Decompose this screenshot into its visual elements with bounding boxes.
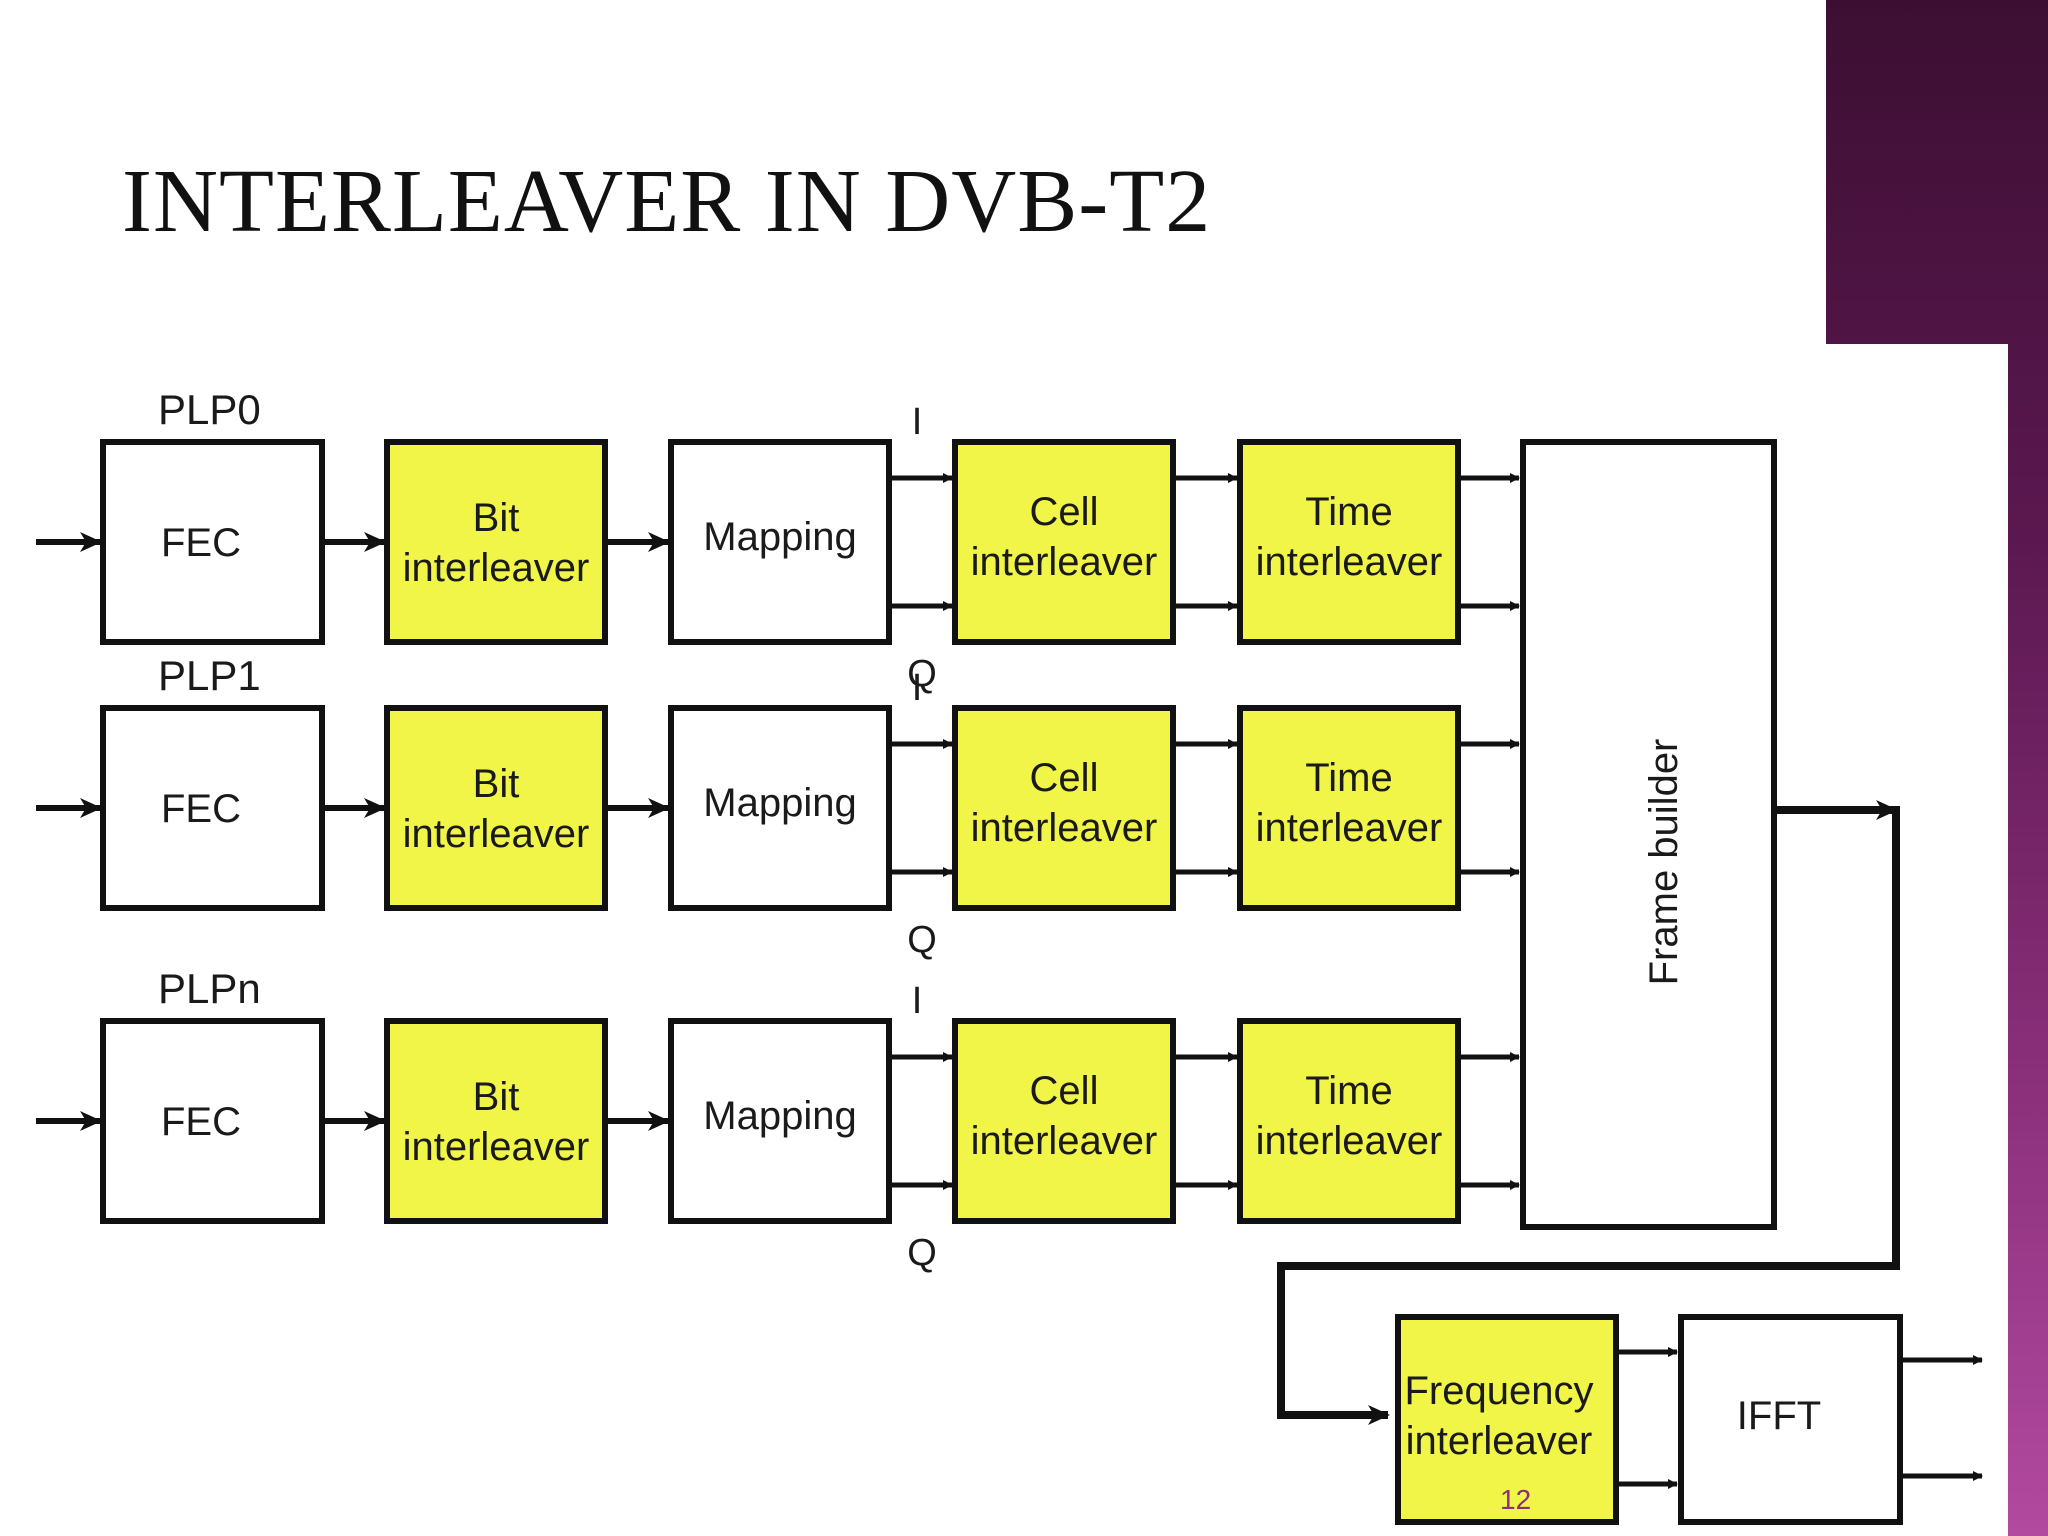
row-2-fec-label: FEC bbox=[161, 787, 241, 831]
frequency-interleaver-block bbox=[1395, 1314, 1619, 1525]
row-3-q-label: Q bbox=[907, 1232, 937, 1274]
row-1-time-interleaver-label-line-1: Time bbox=[1305, 490, 1392, 534]
row-1-q-label: Q bbox=[907, 653, 937, 695]
row-1-bit-interleaver-label-line-1: Bit bbox=[473, 496, 520, 540]
row-3-bit-interleaver-label-line-2: interleaver bbox=[403, 1125, 590, 1169]
slide-title: INTERLEAVER IN DVB-T2 bbox=[122, 152, 1212, 251]
row-1-i-label: I bbox=[912, 401, 923, 443]
frequency-interleaver-label-line-2: interleaver bbox=[1406, 1419, 1593, 1463]
row-3-cell-interleaver-label-line-2: interleaver bbox=[971, 1119, 1158, 1163]
ifft-block bbox=[1678, 1314, 1903, 1525]
row-3-cell-interleaver-label-line-1: Cell bbox=[1030, 1069, 1099, 1113]
row-1-mapping-label: Mapping bbox=[703, 515, 856, 559]
row-1-cell-interleaver-label-line-1: Cell bbox=[1030, 490, 1099, 534]
row-2-cell-interleaver-label-line-1: Cell bbox=[1030, 756, 1099, 800]
ifft-label: IFFT bbox=[1737, 1394, 1821, 1438]
frequency-interleaver-label-line-1: Frequency bbox=[1405, 1369, 1594, 1413]
row-3-fec-label: FEC bbox=[161, 1100, 241, 1144]
row-2-mapping-label: Mapping bbox=[703, 781, 856, 825]
row-2-label: PLP1 bbox=[158, 652, 261, 699]
row-1-fec-label: FEC bbox=[161, 521, 241, 565]
row-2-bit-interleaver-block bbox=[384, 705, 608, 911]
frame-builder-block bbox=[1520, 439, 1777, 1230]
row-3-i-label: I bbox=[912, 980, 923, 1022]
row-2-time-interleaver-label-line-1: Time bbox=[1305, 756, 1392, 800]
row-3-fec-block bbox=[100, 1018, 325, 1224]
row-1-bit-interleaver-block bbox=[384, 439, 608, 645]
row-1-bit-interleaver-label-line-2: interleaver bbox=[403, 546, 590, 590]
row-1-time-interleaver-label-line-2: interleaver bbox=[1256, 540, 1443, 584]
row-2-cell-interleaver-block bbox=[952, 705, 1176, 911]
row-2-bit-interleaver-label-line-1: Bit bbox=[473, 762, 520, 806]
row-2-time-interleaver-block bbox=[1237, 705, 1461, 911]
row-1-time-interleaver-block bbox=[1237, 439, 1461, 645]
row-1-label: PLP0 bbox=[158, 386, 261, 433]
row-2-mapping-block bbox=[668, 705, 892, 911]
row-3-label: PLPn bbox=[158, 965, 261, 1012]
row-1-mapping-block bbox=[668, 439, 892, 645]
frame-builder-label: Frame builder bbox=[1642, 739, 1686, 986]
row-3-time-interleaver-block bbox=[1237, 1018, 1461, 1224]
row-3-cell-interleaver-block bbox=[952, 1018, 1176, 1224]
row-2-q-label: Q bbox=[907, 919, 937, 961]
row-3-mapping-block bbox=[668, 1018, 892, 1224]
row-2-time-interleaver-label-line-2: interleaver bbox=[1256, 806, 1443, 850]
row-3-time-interleaver-label-line-2: interleaver bbox=[1256, 1119, 1443, 1163]
row-1-cell-interleaver-label-line-2: interleaver bbox=[971, 540, 1158, 584]
row-2-cell-interleaver-label-line-2: interleaver bbox=[971, 806, 1158, 850]
row-2-bit-interleaver-label-line-2: interleaver bbox=[403, 812, 590, 856]
row-3-mapping-label: Mapping bbox=[703, 1094, 856, 1138]
row-2-i-label: I bbox=[912, 667, 923, 709]
row-3-time-interleaver-label-line-1: Time bbox=[1305, 1069, 1392, 1113]
page-number: 12 bbox=[1500, 1484, 1532, 1515]
row-3-bit-interleaver-block bbox=[384, 1018, 608, 1224]
row-1-cell-interleaver-block bbox=[952, 439, 1176, 645]
row-3-bit-interleaver-label-line-1: Bit bbox=[473, 1075, 520, 1119]
